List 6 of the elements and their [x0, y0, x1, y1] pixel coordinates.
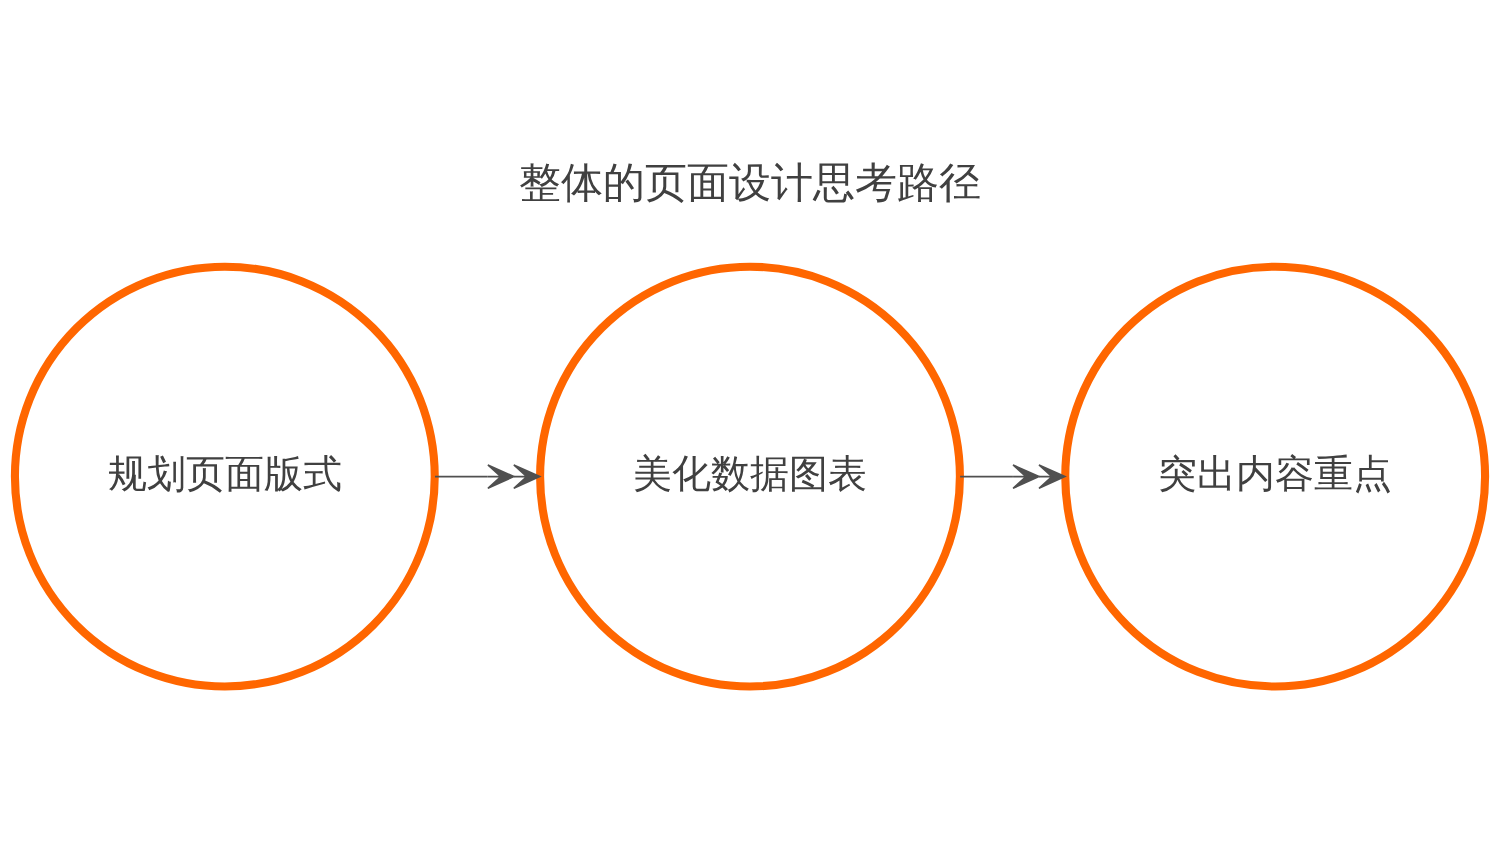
node-circle: 突出内容重点: [1061, 262, 1490, 691]
node-circle: 美化数据图表: [536, 262, 964, 691]
arrow: [434, 464, 541, 490]
node-circle: 规划页面版式: [10, 262, 439, 691]
diagram-title: 整体的页面设计思考路径: [519, 157, 981, 207]
arrow: [959, 464, 1066, 490]
